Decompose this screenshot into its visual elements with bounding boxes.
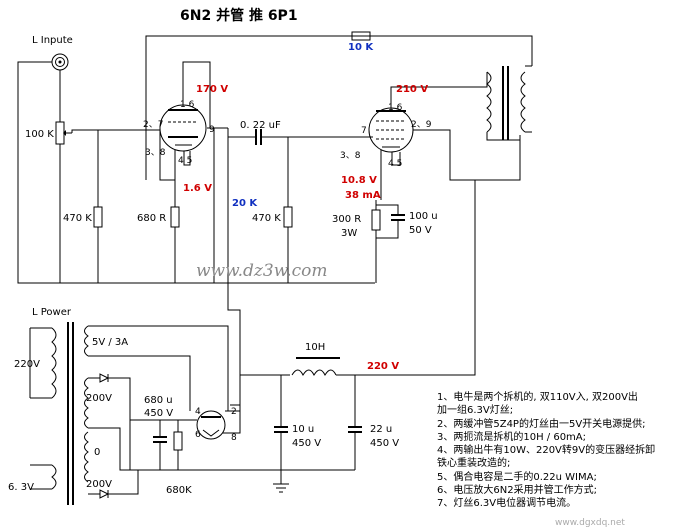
c10u-label: 10 u <box>292 424 314 435</box>
tube1-pin-38: 3、8 <box>145 148 166 158</box>
rect-pin-8: 8 <box>231 433 237 443</box>
sec-5v-label: 5V / 3A <box>92 337 128 348</box>
watermark-2: www.dgxdq.net <box>555 518 625 528</box>
resistor-300r <box>371 209 381 231</box>
note-line: 1、电牛是两个拆机的, 双110V入, 双200V出 <box>437 392 638 403</box>
c10u-volt-label: 450 V <box>292 438 321 449</box>
tube2-pin-29: 2、9 <box>411 120 432 130</box>
resistor-10k <box>351 31 371 41</box>
sec-0-label: 0 <box>94 447 100 458</box>
r20k-label: 20 K <box>232 198 258 209</box>
voltage-1-6v: 1.6 V <box>183 183 212 194</box>
choke-10h <box>291 357 340 377</box>
rect-pin-6: 6 <box>195 430 201 440</box>
resistor-680k <box>173 431 183 451</box>
c22u-volt-label: 450 V <box>370 438 399 449</box>
r470k-a-label: 470 K <box>63 213 92 224</box>
tube2-pin-38: 3、8 <box>340 151 361 161</box>
tube2-pin-7: 7 <box>361 126 367 136</box>
tube-6p1 <box>368 107 414 153</box>
power-transformer <box>51 322 89 505</box>
note-line: 2、两缓冲管5Z4P的灯丝由一5V开关电源提供; <box>437 418 646 430</box>
tube1-pin-45: 4 5 <box>178 156 192 166</box>
sec-200b-label: 200V <box>86 479 112 490</box>
note-line: 3、两扼流是拆机的10H / 60mA; <box>437 431 587 443</box>
resistor-470k-grid <box>93 206 103 228</box>
ground-icon <box>273 483 289 493</box>
r470k-b-label: 470 K <box>252 213 281 224</box>
r680r-label: 680 R <box>137 213 166 224</box>
watermark: www.dz3w.com <box>196 261 328 281</box>
pot-100k-label: 100 K <box>25 129 54 140</box>
r300r-label: 300 R <box>332 214 361 225</box>
power-label: L Power <box>32 307 72 318</box>
r300r-watt-label: 3W <box>341 228 357 239</box>
input-jack-icon <box>51 53 69 71</box>
note-line: 4、两输出牛有10W、220V转9V的变压器经拆卸 <box>437 445 656 457</box>
input-label: L Inpute <box>32 35 73 46</box>
r10k-label: 10 K <box>348 42 374 53</box>
volume-pot <box>55 121 65 145</box>
tube2-pin-45: 4 5 <box>388 159 402 169</box>
resistor-680r <box>170 206 180 228</box>
r680k-label: 680K <box>166 485 192 496</box>
note-line: 6、电压放大6N2采用并管工作方式; <box>437 485 597 497</box>
c100u-label: 100 u <box>409 211 438 222</box>
choke-label: 10H <box>305 342 325 353</box>
build-notes: 1、电牛是两个拆机的, 双110V入, 双200V出 加一组6.3V灯丝; 2、… <box>437 391 677 511</box>
tube1-pin-16: 1 6 <box>180 100 195 110</box>
schematic-title: 6N2 并管 推 6P1 <box>180 7 298 24</box>
current-38ma: 38 mA <box>345 190 381 201</box>
c680-label: 680 u <box>144 395 173 406</box>
tube1-pin-27: 2、7 <box>143 120 163 130</box>
c680-volt-label: 450 V <box>144 408 173 419</box>
sec-200a-label: 200V <box>86 393 112 404</box>
c100u-volt-label: 50 V <box>409 225 432 236</box>
output-transformer <box>486 66 526 140</box>
tube1-pin-9: 9 <box>209 125 215 135</box>
rect-pin-2: 2 <box>231 407 237 417</box>
note-line: 铁心重装改造的; <box>437 458 511 470</box>
resistor-470k-power <box>283 206 293 228</box>
diode-top <box>99 373 110 383</box>
note-line: 5、偶合电容是二手的0.22u WIMA; <box>437 471 597 483</box>
diode-bottom <box>99 489 110 499</box>
c22u-label: 22 u <box>370 424 392 435</box>
voltage-210v: 210 V <box>396 84 428 95</box>
rect-pin-4: 4 <box>195 407 201 417</box>
voltage-220v: 220 V <box>367 361 399 372</box>
note-line: 加一组6.3V灯丝; <box>437 405 514 417</box>
voltage-10-8v: 10.8 V <box>341 175 377 186</box>
tube-6n2 <box>159 104 207 152</box>
heater-63v-label: 6. 3V <box>8 482 34 493</box>
rectifier-tube <box>196 410 226 440</box>
primary-220v-label: 220V <box>14 359 40 370</box>
c022-label: 0. 22 uF <box>240 120 281 131</box>
note-line: 7、灯丝6.3V电位器调节电流。 <box>437 498 577 510</box>
voltage-170v: 170 V <box>196 84 228 95</box>
tube2-pin-16: 1 6 <box>388 103 403 113</box>
